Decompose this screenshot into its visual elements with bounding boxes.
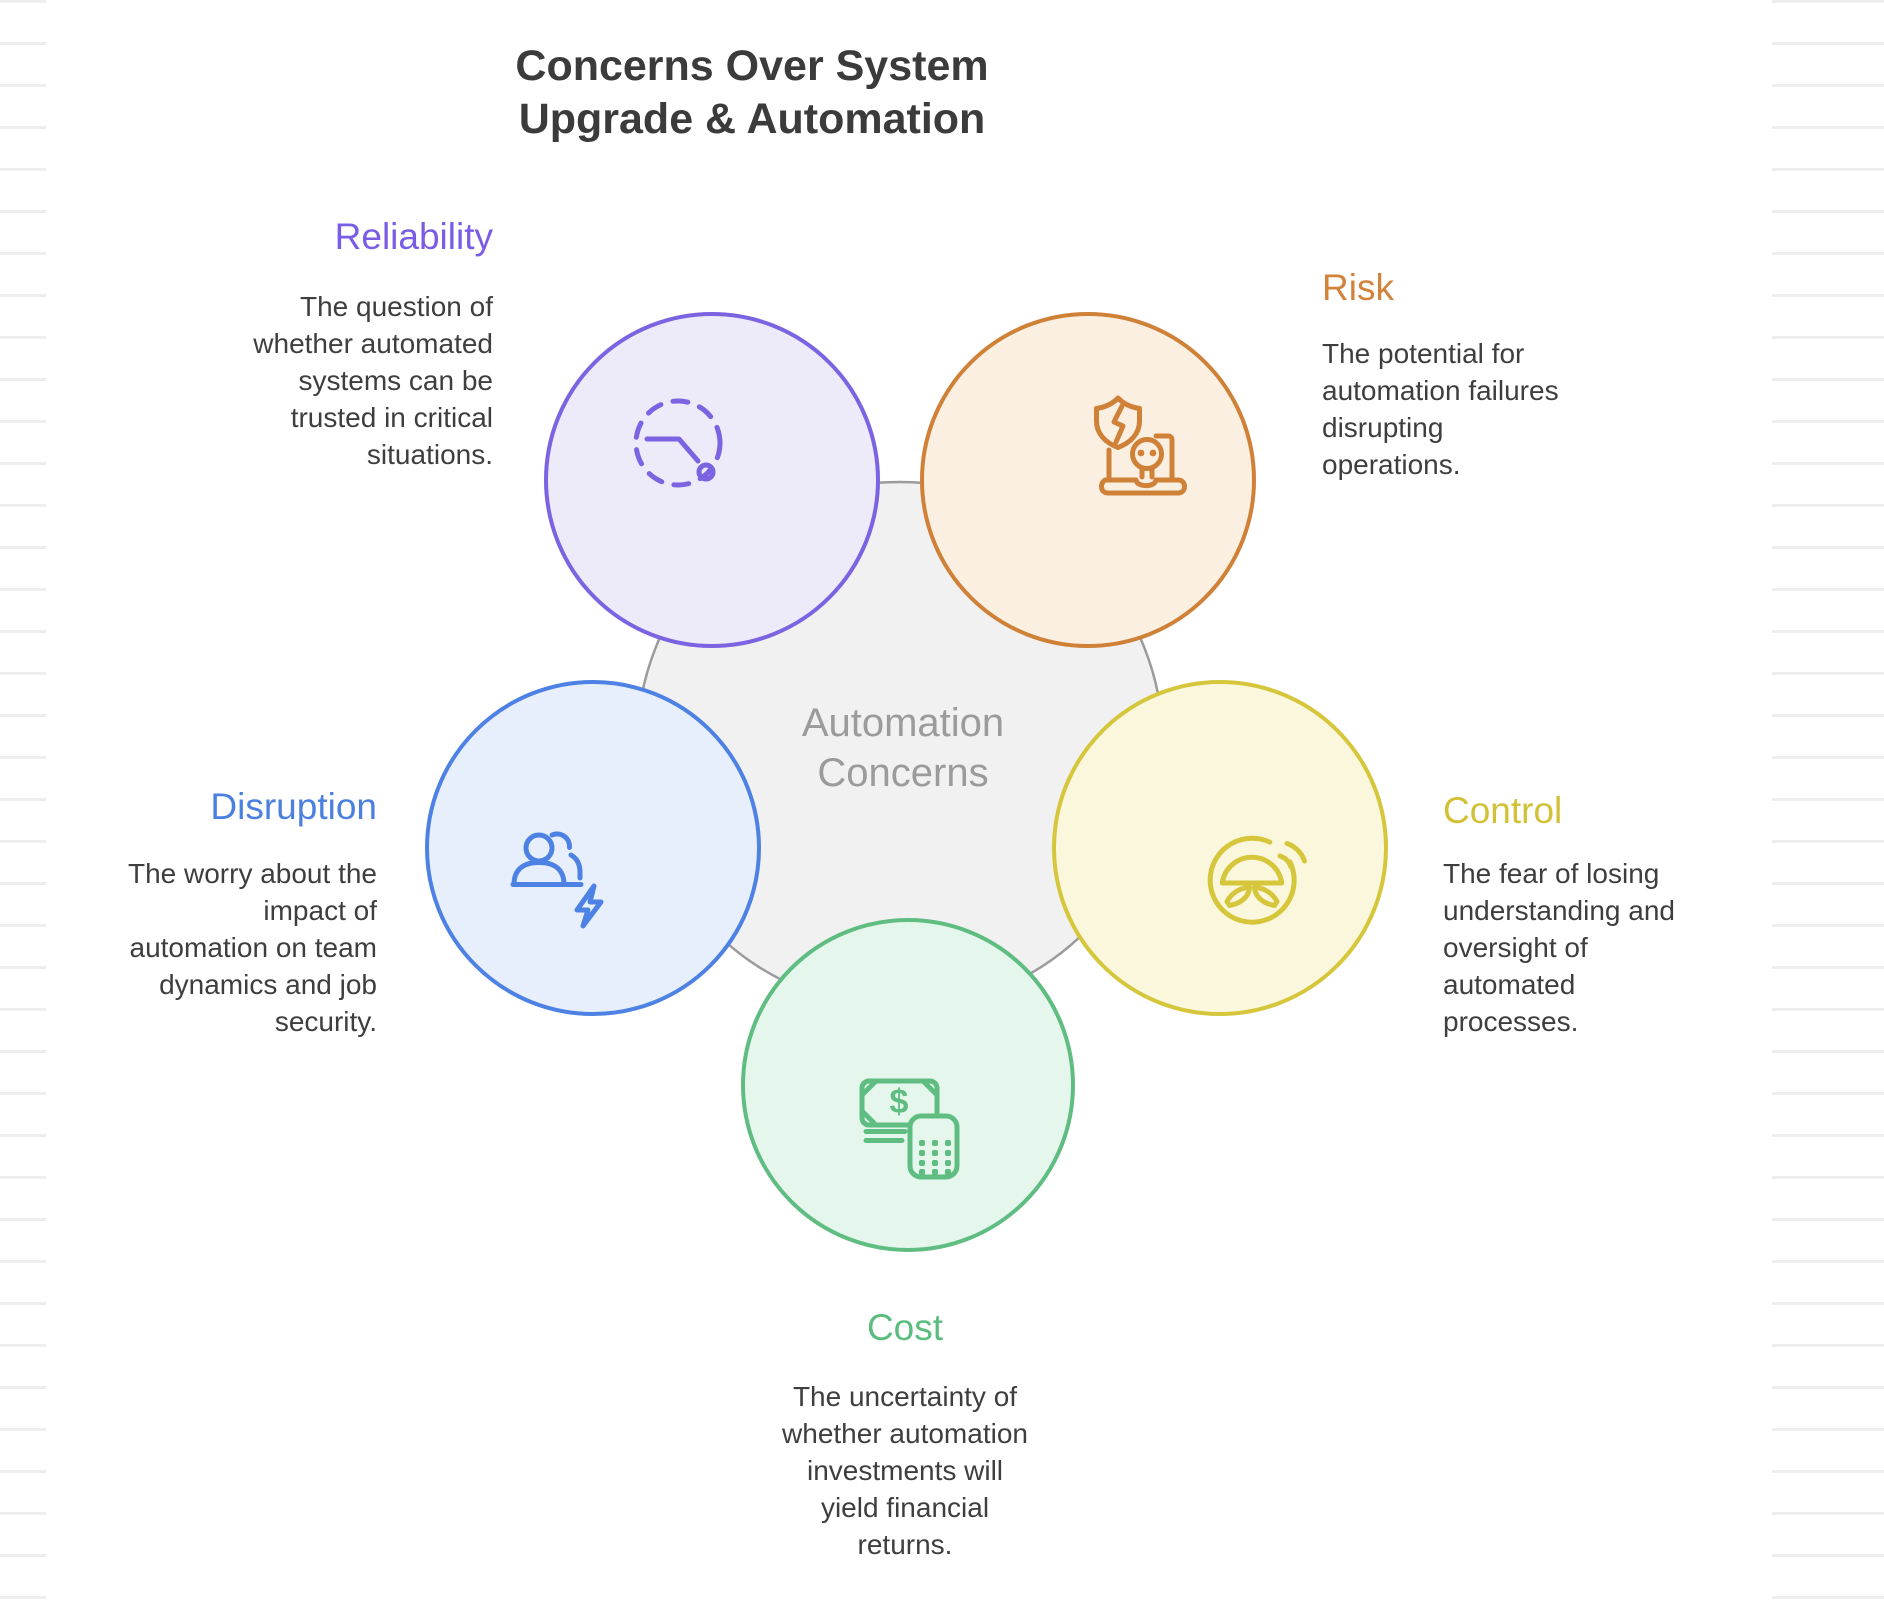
reliability-heading: Reliability (334, 216, 493, 257)
cost-description: The uncertainty of whether automation in… (782, 1381, 1028, 1560)
calculator-body (907, 1113, 960, 1180)
spreadsheet-rows-right (1772, 0, 1884, 1620)
risk-circle (920, 312, 1256, 648)
center-label-line2: Concerns (817, 751, 989, 795)
disruption-description: The worry about the impact of automation… (127, 858, 377, 1037)
dashed-clock-icon (633, 398, 723, 488)
skull-eye-left (1137, 449, 1145, 457)
center-label-line1: Automation (801, 701, 1005, 745)
calculator-keys (919, 1140, 951, 1175)
center-label: Automation Concerns (802, 698, 1004, 798)
risk-heading: Risk (1322, 267, 1394, 308)
people-lightning-icon (510, 831, 604, 929)
page-title: Concerns Over System Upgrade & Automatio… (515, 40, 988, 146)
cost-heading: Cost (866, 1307, 944, 1348)
reliability-description: The question of whether automated system… (253, 291, 493, 470)
broken-shield-laptop-skull-icon (1094, 395, 1187, 496)
skull-eye-right (1149, 449, 1157, 457)
disruption-heading: Disruption (210, 786, 377, 827)
cost-circle (741, 918, 1075, 1252)
page-title-line1: Concerns Over System (515, 42, 989, 90)
steering-wheel-signal-icon (1207, 835, 1307, 925)
reliability-circle (544, 312, 880, 648)
control-heading: Control (1443, 790, 1563, 831)
banknote-calculator-icon: $ (859, 1078, 960, 1180)
control-circle (1052, 680, 1388, 1016)
spreadsheet-rows-left (0, 0, 46, 1620)
risk-description: The potential for automation failures di… (1322, 338, 1559, 480)
page-title-line2: Upgrade & Automation (518, 95, 986, 143)
dollar-sign: $ (890, 1083, 909, 1121)
control-description: The fear of losing understanding and ove… (1443, 858, 1675, 1037)
disruption-circle (425, 680, 761, 1016)
